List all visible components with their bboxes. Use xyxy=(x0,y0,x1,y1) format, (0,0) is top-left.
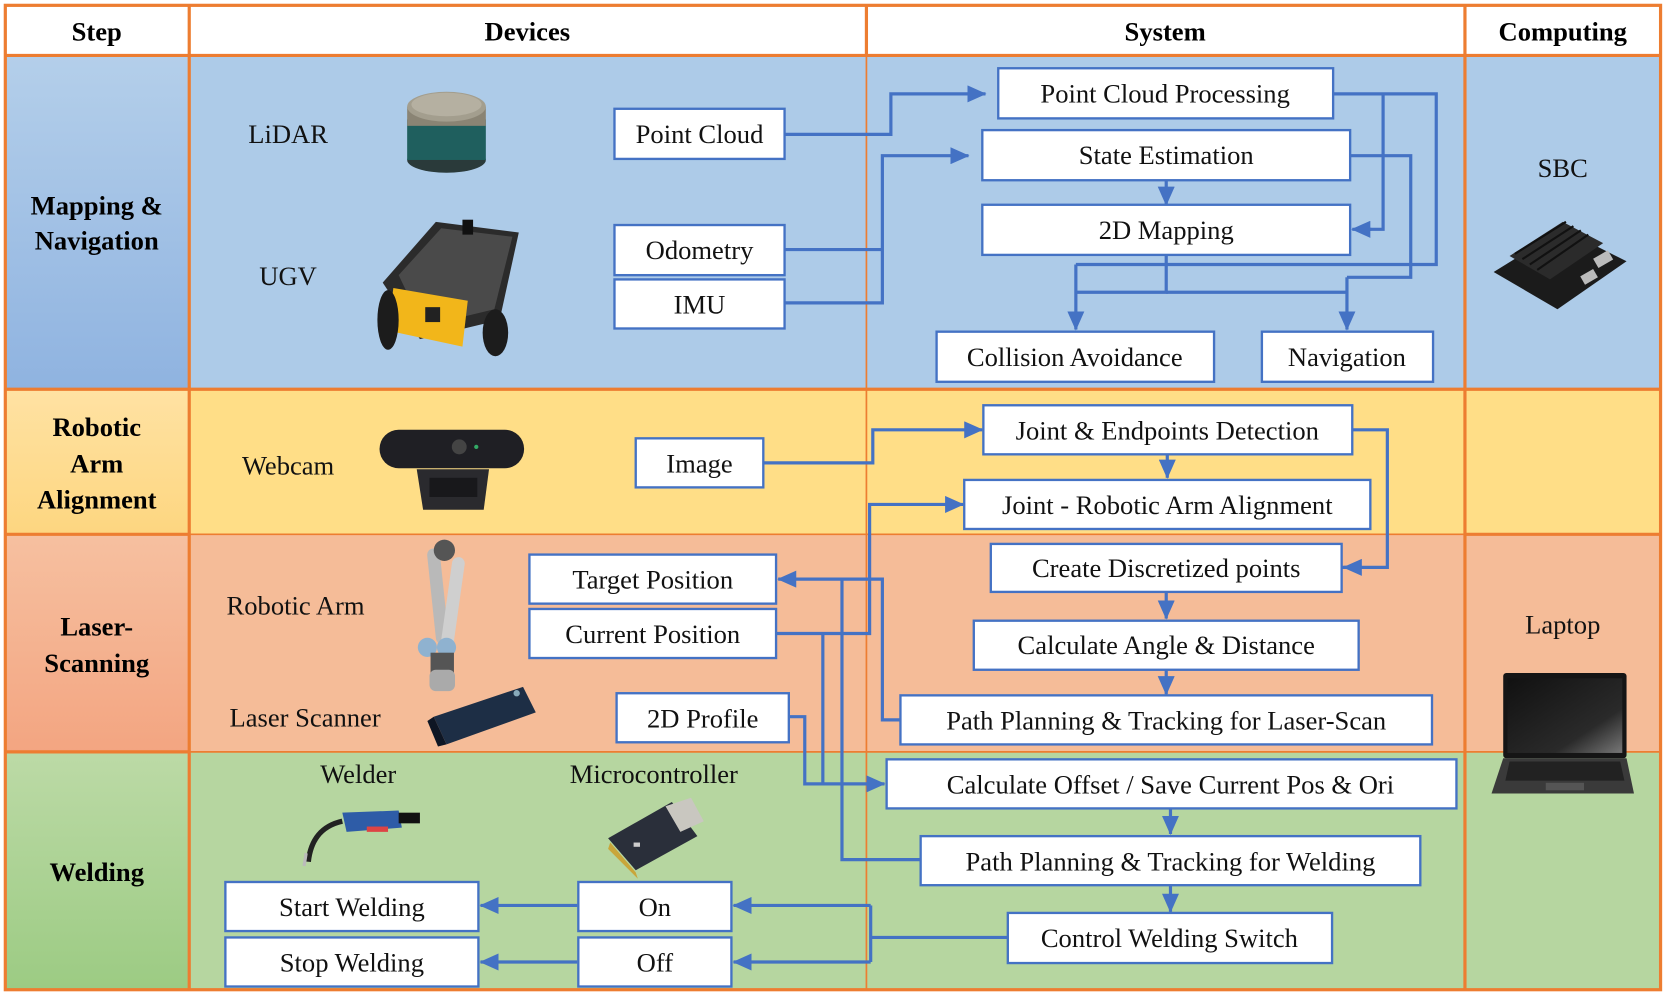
box-start-welding: Start Welding xyxy=(224,880,480,933)
step-mapping-line2: Navigation xyxy=(35,226,159,256)
sbc-board-icon xyxy=(1493,220,1627,310)
box-on-label: On xyxy=(639,892,671,922)
box-calculate-angle-distance-label: Calculate Angle & Distance xyxy=(1018,630,1315,660)
box-calculate-offset: Calculate Offset / Save Current Pos & Or… xyxy=(885,758,1458,810)
box-create-discretized-points-label: Create Discretized points xyxy=(1032,553,1301,583)
lidar-icon xyxy=(407,91,486,173)
header-devices: Devices xyxy=(485,16,571,46)
box-stop-welding-label: Stop Welding xyxy=(280,948,424,978)
step-welding: Welding xyxy=(49,857,144,887)
ugv-icon xyxy=(377,219,519,357)
step-bg-scanning xyxy=(5,534,190,752)
box-joint-robotic-arm-alignment-label: Joint - Robotic Arm Alignment xyxy=(1002,490,1333,520)
box-path-planning-laser-scan: Path Planning & Tracking for Laser-Scan xyxy=(899,694,1434,746)
box-off: Off xyxy=(577,936,733,988)
box-calculate-angle-distance: Calculate Angle & Distance xyxy=(972,619,1360,671)
box-state-estimation: State Estimation xyxy=(981,128,1352,182)
box-2d-mapping: 2D Mapping xyxy=(981,203,1352,257)
header-step: Step xyxy=(72,16,122,46)
step-bg-alignment xyxy=(5,389,190,535)
box-collision-avoidance: Collision Avoidance xyxy=(935,330,1216,383)
box-calculate-offset-label: Calculate Offset / Save Current Pos & Or… xyxy=(947,769,1394,799)
box-target-position: Target Position xyxy=(528,553,778,605)
box-imu: IMU xyxy=(613,278,786,330)
box-navigation: Navigation xyxy=(1260,330,1435,383)
box-current-position-label: Current Position xyxy=(565,619,740,649)
box-2d-profile: 2D Profile xyxy=(615,692,790,744)
step-scanning-line1: Laser- xyxy=(60,612,133,642)
box-state-estimation-label: State Estimation xyxy=(1079,140,1254,170)
box-joint-endpoints-detection-label: Joint & Endpoints Detection xyxy=(1016,415,1319,445)
box-control-welding-switch-label: Control Welding Switch xyxy=(1041,923,1298,953)
box-target-position-label: Target Position xyxy=(572,565,733,595)
box-off-label: Off xyxy=(637,948,674,978)
box-control-welding-switch: Control Welding Switch xyxy=(1006,911,1334,965)
box-collision-avoidance-label: Collision Avoidance xyxy=(967,342,1183,372)
box-navigation-label: Navigation xyxy=(1288,342,1406,372)
connectors xyxy=(479,85,1438,971)
box-create-discretized-points: Create Discretized points xyxy=(989,542,1343,594)
step-alignment-line1: Robotic xyxy=(52,412,141,442)
table-grid xyxy=(3,3,1663,992)
box-joint-robotic-arm-alignment: Joint - Robotic Arm Alignment xyxy=(963,478,1372,531)
box-path-planning-welding-label: Path Planning & Tracking for Welding xyxy=(966,846,1376,876)
box-odometry-label: Odometry xyxy=(646,235,754,265)
box-start-welding-label: Start Welding xyxy=(279,892,425,922)
device-label-ugv: UGV xyxy=(259,261,317,291)
box-point-cloud-processing-label: Point Cloud Processing xyxy=(1040,78,1289,108)
microcontroller-icon xyxy=(608,797,704,879)
box-point-cloud: Point Cloud xyxy=(613,107,786,161)
step-alignment-line3: Alignment xyxy=(37,485,157,515)
box-odometry: Odometry xyxy=(613,223,786,277)
step-mapping-line1: Mapping & xyxy=(31,190,163,220)
step-bg-welding xyxy=(5,751,190,990)
box-current-position: Current Position xyxy=(528,607,778,660)
computing-label-sbc: SBC xyxy=(1538,153,1588,183)
box-imu-label: IMU xyxy=(674,290,726,320)
webcam-icon xyxy=(379,429,525,510)
header-computing: Computing xyxy=(1499,16,1628,46)
step-bg-mapping xyxy=(5,55,190,390)
box-point-cloud-label: Point Cloud xyxy=(636,119,764,149)
device-label-welder: Welder xyxy=(320,759,396,789)
welder-torch-icon xyxy=(302,810,420,867)
robotic-arm-icon xyxy=(417,539,465,692)
box-2d-profile-label: 2D Profile xyxy=(647,703,758,733)
step-scanning-line2: Scanning xyxy=(44,648,150,678)
device-label-microcontroller: Microcontroller xyxy=(570,759,738,789)
box-stop-welding: Stop Welding xyxy=(224,936,480,988)
computing-label-laptop: Laptop xyxy=(1525,609,1600,639)
box-path-planning-welding: Path Planning & Tracking for Welding xyxy=(919,834,1422,887)
header-bg xyxy=(5,5,1661,56)
laser-scanner-icon xyxy=(427,686,536,747)
box-image: Image xyxy=(634,437,765,489)
box-image-label: Image xyxy=(666,448,732,478)
laptop-icon xyxy=(1491,672,1634,794)
box-on: On xyxy=(577,880,733,933)
device-label-robotic-arm: Robotic Arm xyxy=(227,590,365,620)
device-label-webcam: Webcam xyxy=(242,451,335,481)
box-joint-endpoints-detection: Joint & Endpoints Detection xyxy=(982,404,1354,456)
box-2d-mapping-label: 2D Mapping xyxy=(1099,215,1234,245)
device-label-laser-scanner: Laser Scanner xyxy=(230,702,381,732)
box-point-cloud-processing: Point Cloud Processing xyxy=(997,67,1335,120)
step-alignment-line2: Arm xyxy=(70,448,123,478)
header-system: System xyxy=(1125,16,1206,46)
device-label-lidar: LiDAR xyxy=(248,119,328,149)
box-path-planning-laser-scan-label: Path Planning & Tracking for Laser-Scan xyxy=(946,705,1386,735)
